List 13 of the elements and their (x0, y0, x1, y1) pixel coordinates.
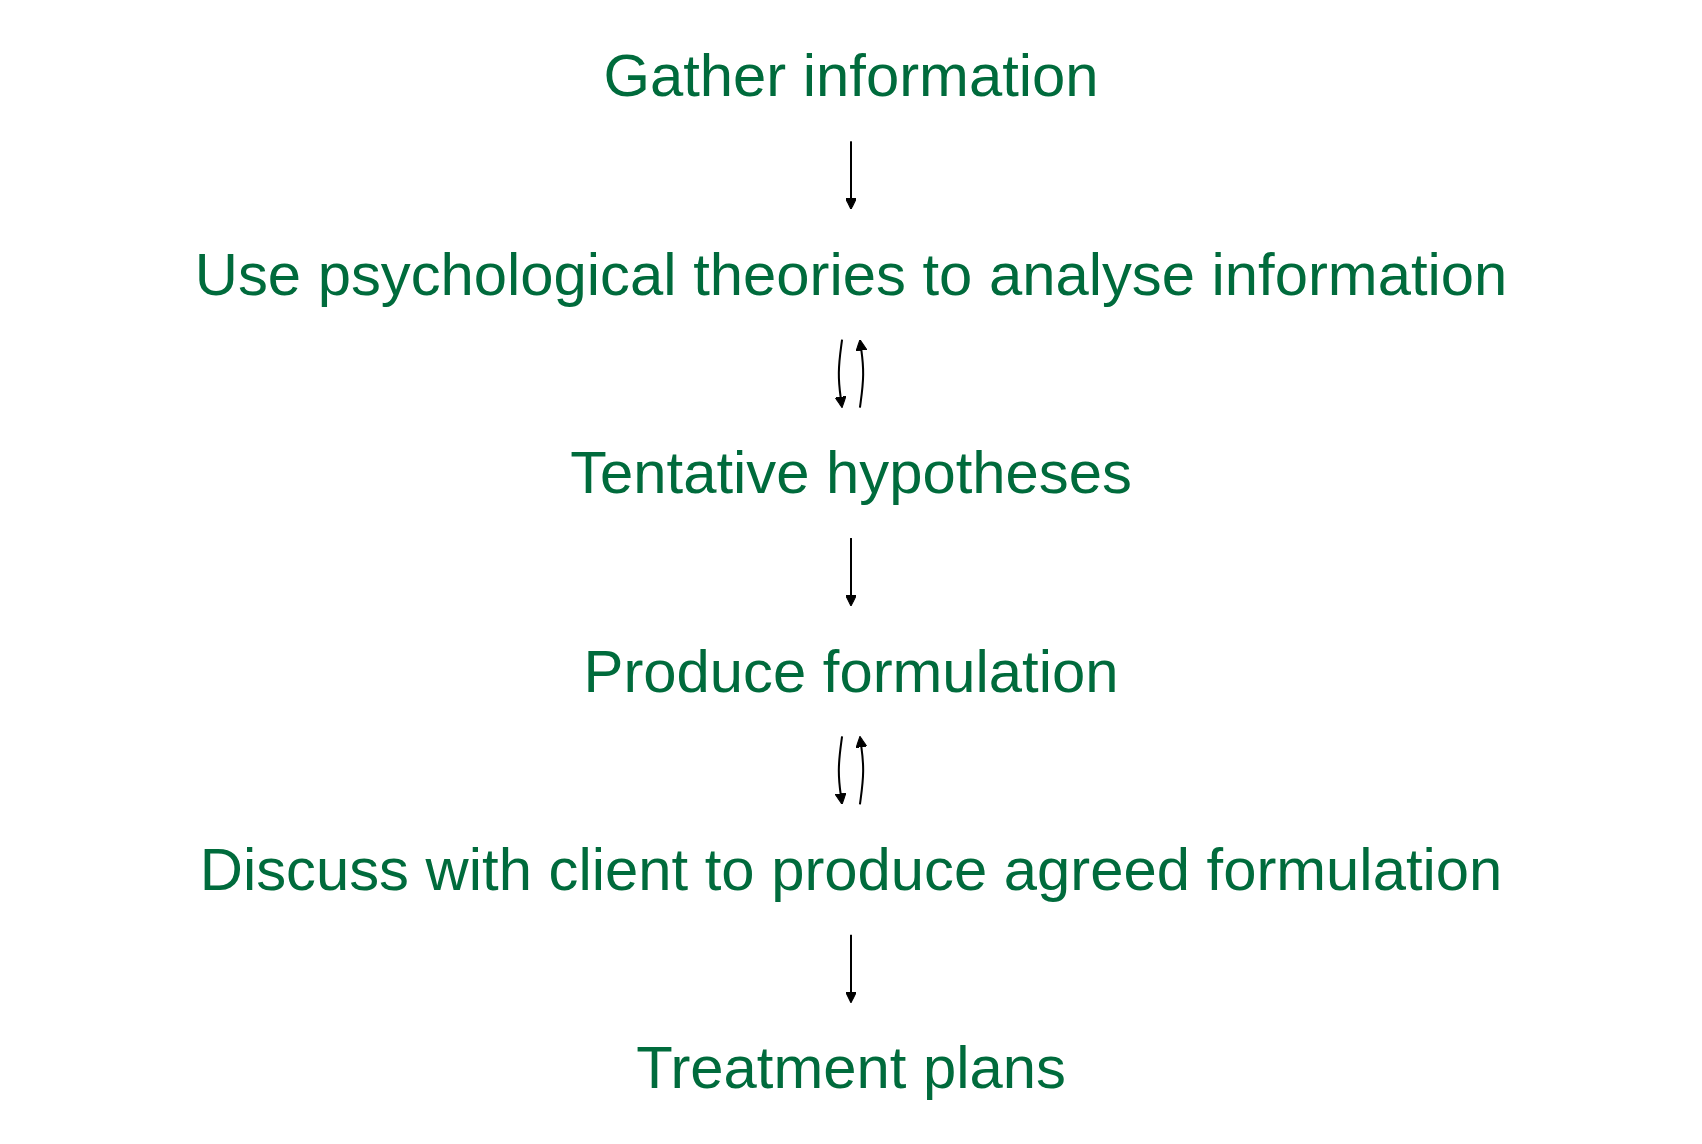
arrow (834, 339, 847, 409)
node-text: Discuss with client to produce agreed formulation (199, 835, 1503, 903)
arrow (855, 735, 868, 805)
arrow (845, 141, 857, 210)
arrow (845, 934, 857, 1004)
arrow (834, 736, 847, 805)
node-text: Use psychological theories to analyse information (194, 240, 1508, 308)
node-text: Treatment plans (636, 1033, 1066, 1101)
node-text: Produce formulation (583, 637, 1119, 704)
node-text: Tentative hypotheses (570, 438, 1132, 506)
arrow (845, 538, 857, 607)
node-text: Gather information (603, 42, 1099, 109)
arrow (855, 339, 868, 408)
